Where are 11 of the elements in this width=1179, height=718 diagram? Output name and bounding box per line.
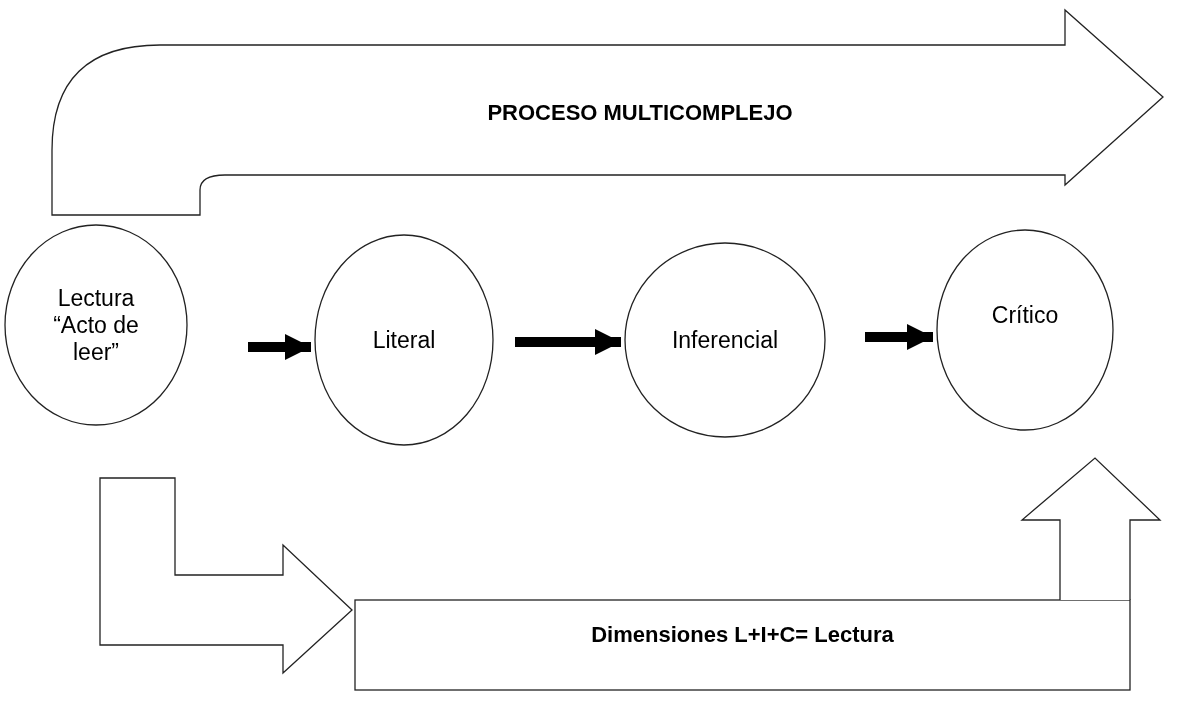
heading-text: PROCESO MULTICOMPLEJO: [487, 100, 793, 126]
block-arrow: [1020, 457, 1162, 601]
thick-arrow: [515, 329, 621, 355]
thick-arrow: [248, 334, 311, 360]
node-label: Crítico: [991, 301, 1059, 329]
thick-arrow: [865, 324, 933, 350]
node-label: Lectura “Acto de leer”: [52, 284, 140, 366]
heading-text: Dimensiones L+I+C= Lectura: [591, 622, 894, 648]
node-label: Inferencial: [671, 326, 779, 354]
block-arrow: [99, 477, 353, 675]
node-label: Literal: [372, 326, 436, 354]
